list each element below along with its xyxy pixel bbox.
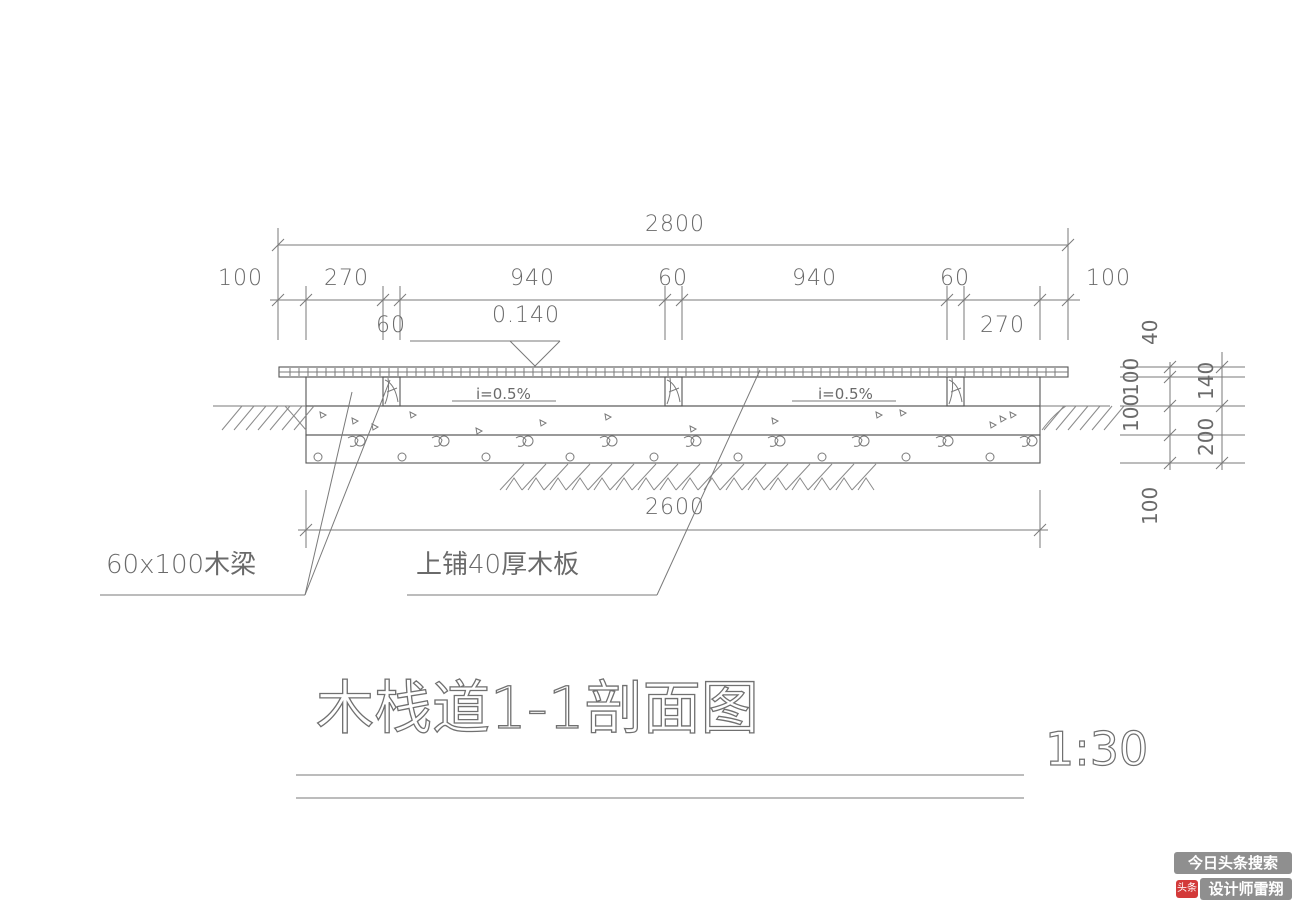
dim-right-40: 40	[1138, 320, 1162, 345]
dim-right-140: 140	[1194, 362, 1218, 400]
slope-left: i=0.5%	[476, 385, 531, 403]
dim-270-right: 270	[980, 313, 1025, 338]
elevation-value: 0.140	[492, 303, 560, 328]
dim-60-a: 60	[658, 266, 688, 291]
dim-overall-bottom: 2600	[645, 495, 705, 520]
deck-board	[278, 366, 1069, 378]
dim-edge-right: 100	[1086, 266, 1131, 291]
watermark-search: 今日头条搜索	[1174, 852, 1292, 874]
watermark-author: 设计师雷翔	[1200, 878, 1292, 900]
slope-right: i=0.5%	[818, 385, 873, 403]
dim-60-c: 60	[376, 313, 406, 338]
dim-940-b: 940	[792, 266, 837, 291]
watermark-logo: 头条	[1176, 880, 1198, 898]
leader-lines	[100, 369, 761, 596]
aggregate-texture	[313, 409, 1038, 462]
bottom-dimension-lines	[298, 490, 1048, 548]
dim-overall-top: 2800	[645, 212, 705, 237]
dim-60-b: 60	[940, 266, 970, 291]
note-board: 上铺40厚木板	[416, 550, 579, 580]
dim-right-100-c: 100	[1138, 487, 1162, 525]
title-underline	[296, 774, 1024, 799]
right-dimension-lines	[1120, 352, 1245, 470]
top-dimension-lines	[270, 228, 1080, 340]
elevation-marker	[410, 340, 561, 367]
dim-940-a: 940	[510, 266, 555, 291]
wood-beams	[382, 376, 965, 407]
note-beam: 60x100木梁	[106, 550, 256, 580]
dim-right-100-a: 100	[1119, 358, 1143, 396]
dim-edge-left: 100	[218, 266, 263, 291]
dim-270-left: 270	[324, 266, 369, 291]
ground-line	[213, 405, 1125, 491]
drawing-scale: 1:30	[1045, 722, 1148, 776]
drawing-title: 木栈道1-1剖面图	[316, 674, 759, 742]
dim-right-200: 200	[1194, 418, 1218, 456]
dim-right-100-b: 100	[1119, 394, 1143, 432]
